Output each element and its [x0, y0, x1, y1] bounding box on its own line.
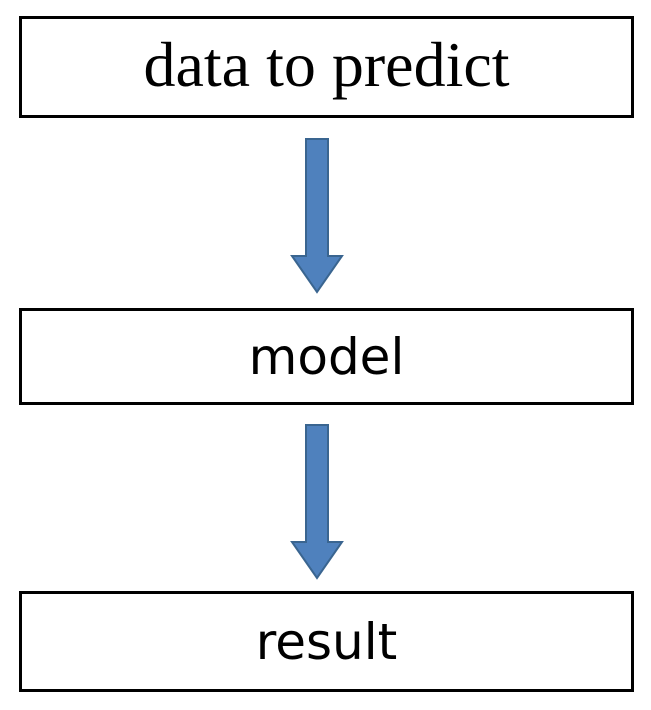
result-node: result [19, 591, 634, 692]
input-node-label: data to predict [143, 29, 510, 100]
input-node: data to predict [19, 16, 634, 118]
model-node: model [19, 308, 634, 405]
model-node-label: model [248, 327, 405, 386]
arrow-model-to-result [290, 424, 344, 580]
result-node-label: result [255, 612, 398, 671]
arrow-input-to-model [290, 138, 344, 294]
